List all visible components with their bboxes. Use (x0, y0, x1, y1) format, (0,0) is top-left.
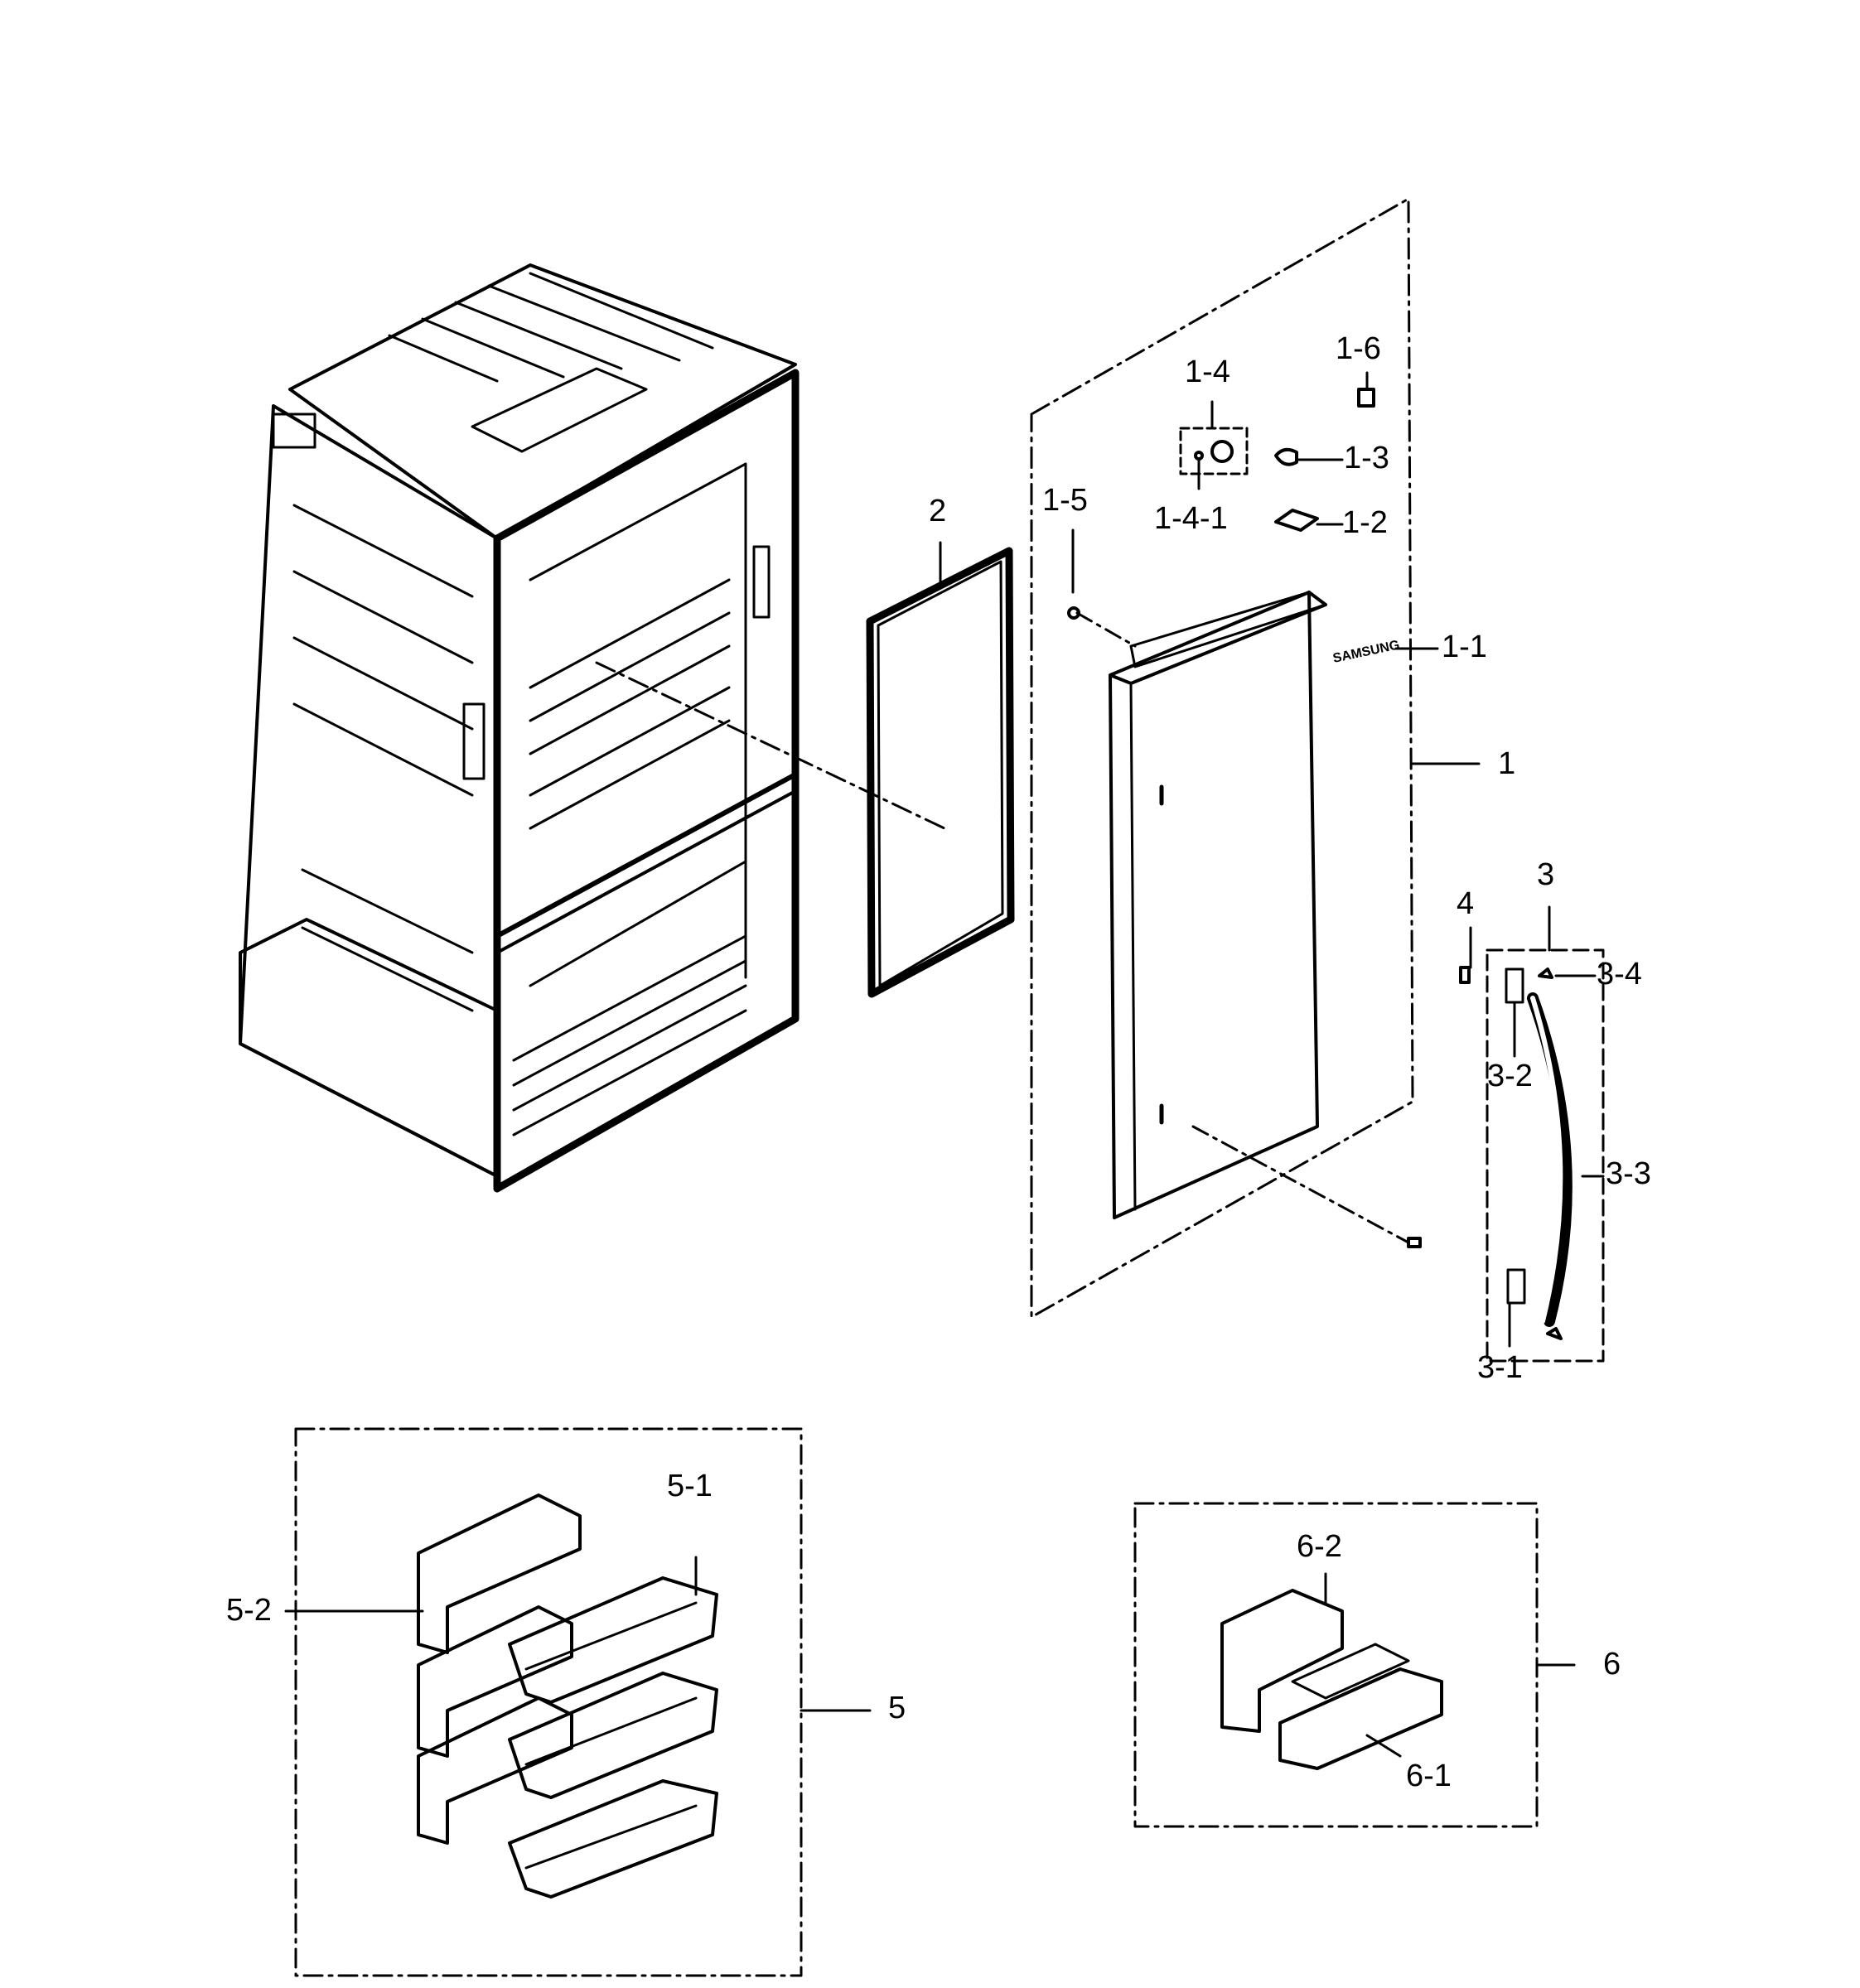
plug-1-5 (1067, 606, 1080, 620)
refrigerator-cabinet (239, 263, 800, 1193)
callout-5: 5 (888, 1691, 906, 1725)
callout-5-2: 5-2 (226, 1593, 272, 1628)
callout-6: 6 (1603, 1647, 1621, 1682)
sensor-box-1-4 (1179, 427, 1249, 475)
callout-3-2: 3-2 (1487, 1059, 1533, 1093)
callout-6-1: 6-1 (1406, 1759, 1452, 1793)
bin-set-5-boundary (294, 1427, 803, 1977)
handle-bracket-bottom (1506, 1268, 1526, 1305)
callout-6-2: 6-2 (1297, 1529, 1342, 1564)
callout-3-1: 3-1 (1477, 1350, 1523, 1385)
hinge-bracket-1-2 (1274, 509, 1319, 532)
callout-5-1: 5-1 (667, 1469, 713, 1503)
callout-1: 1 (1498, 746, 1516, 781)
door-bins (417, 1493, 718, 1899)
screw-4 (1459, 966, 1471, 984)
leader-lines (284, 371, 1605, 1758)
handle-cap-3-4 (1538, 967, 1553, 979)
screw (1407, 1237, 1422, 1248)
handle-bracket-top (1505, 967, 1524, 1004)
callout-1-6: 1-6 (1336, 331, 1381, 366)
door-gasket (866, 547, 1015, 998)
cap-1-6 (1357, 388, 1375, 408)
door-bins-6 (1220, 1589, 1443, 1770)
callout-3: 3 (1537, 857, 1555, 892)
handle-assembly-boundary (1486, 948, 1605, 1363)
callout-3-4: 3-4 (1597, 957, 1642, 992)
callout-2: 2 (929, 494, 947, 528)
callout-1-4: 1-4 (1185, 355, 1230, 389)
alignment-line (595, 661, 946, 830)
callout-4: 4 (1457, 886, 1475, 921)
callout-1-3: 1-3 (1344, 441, 1389, 475)
door-panel (1109, 591, 1327, 1219)
hinge-cover-1-3 (1274, 447, 1298, 466)
callout-1-5: 1-5 (1042, 483, 1088, 518)
callout-1-4-1: 1-4-1 (1154, 501, 1228, 536)
brand-mark: SAMSUNG (1331, 638, 1401, 666)
callout-1-2: 1-2 (1342, 505, 1388, 540)
callout-3-3: 3-3 (1606, 1156, 1651, 1191)
callout-1-1: 1-1 (1442, 630, 1487, 664)
